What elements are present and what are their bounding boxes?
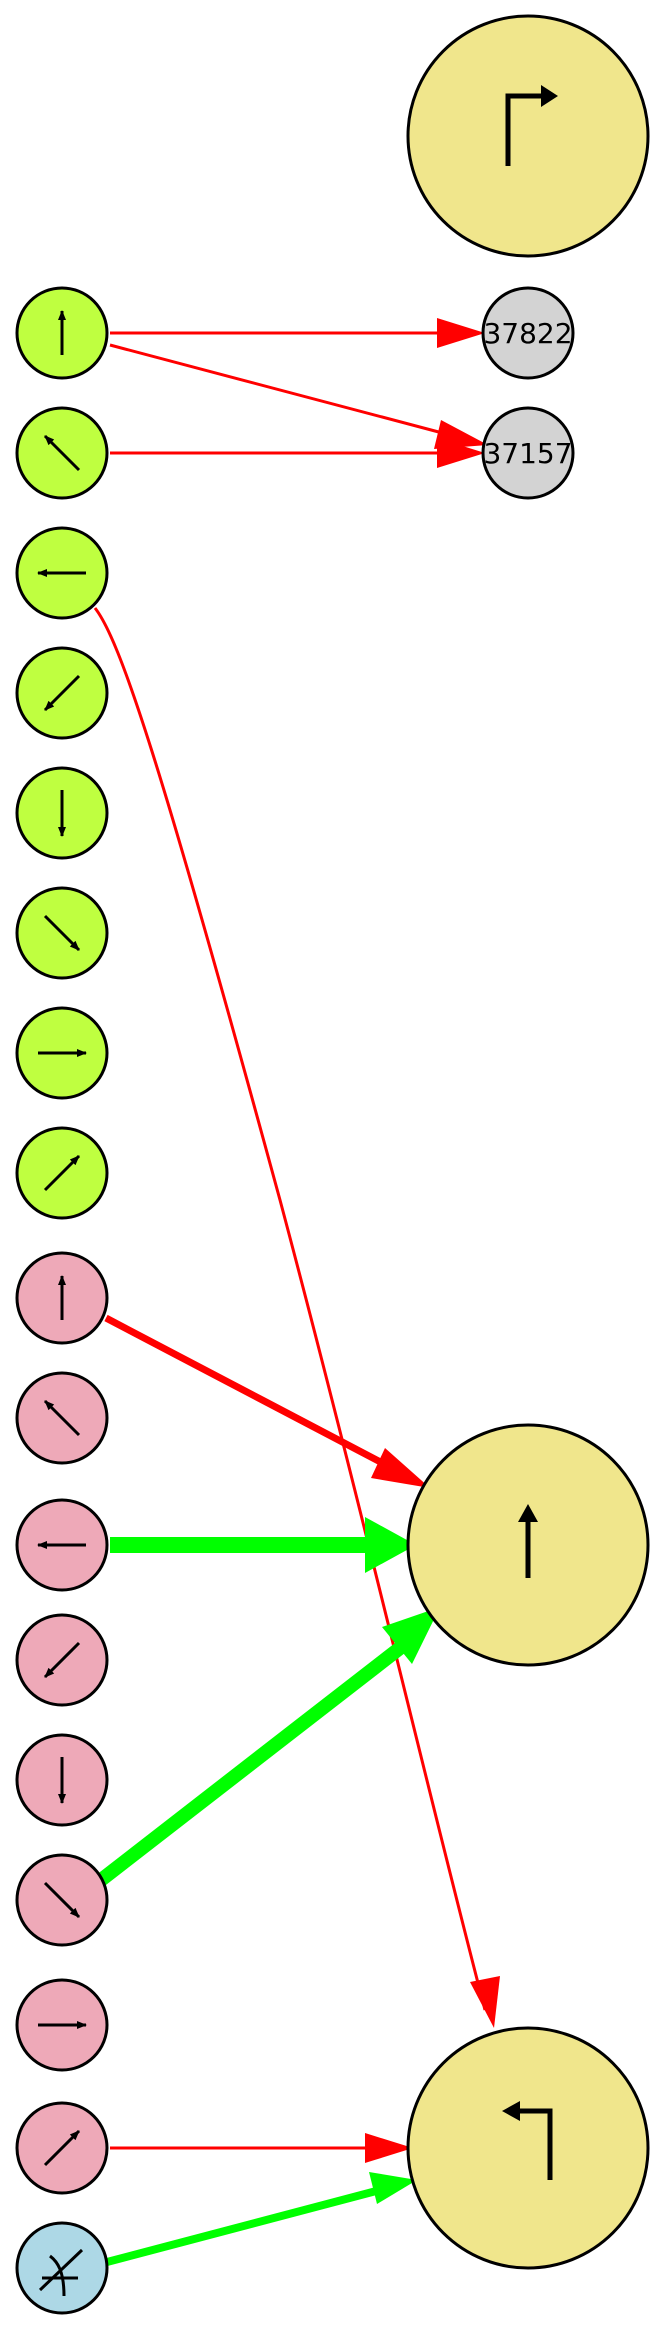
edge-p-downright-to-center xyxy=(96,1642,405,1886)
node-g-downleft xyxy=(15,646,109,740)
node-p-left xyxy=(15,1498,109,1592)
node-p-down xyxy=(15,1733,109,1827)
arrow-up-left-icon xyxy=(43,1399,81,1437)
edge-g-left-to-turn-left xyxy=(93,607,487,2011)
edge-p-downright-to-center-head xyxy=(382,1607,440,1664)
node-g-right xyxy=(15,1006,109,1100)
edges xyxy=(93,318,500,2266)
edge-p-up-to-center-head xyxy=(371,1448,430,1488)
node-p-downright xyxy=(15,1853,109,1947)
node-label-37822: 37822 xyxy=(483,317,572,350)
node-g-left xyxy=(15,526,109,620)
turn-right-arrow-icon xyxy=(505,93,546,166)
node-label-37157: 37157 xyxy=(483,437,572,470)
node-b-uturn xyxy=(15,2221,109,2315)
node-p-up xyxy=(15,1251,109,1345)
edge-p-left-to-center-head xyxy=(365,1517,416,1573)
arrow-up-right-icon xyxy=(43,1154,81,1192)
node-p-downleft xyxy=(15,1613,109,1707)
edge-b-uturn-to-turn-left xyxy=(105,2186,382,2266)
u-turn-icon xyxy=(38,2248,84,2297)
node-p-upright xyxy=(15,2101,109,2195)
edge-g-up-to-37822-head xyxy=(437,318,485,348)
edge-p-up-to-center xyxy=(104,1314,392,1471)
turn-left-arrow-icon xyxy=(516,2108,553,2180)
edge-g-upleft-to-37157-head xyxy=(437,438,485,468)
node-37157: 37157 xyxy=(481,406,575,500)
arrow-up-right-icon xyxy=(43,2129,81,2167)
node-g-up xyxy=(15,286,109,380)
node-37822: 37822 xyxy=(481,286,575,380)
node-top-turn-right xyxy=(406,14,650,258)
arrow-down-right-icon xyxy=(43,914,81,952)
arrow-down-left-icon xyxy=(43,1641,81,1679)
arrow-down-right-icon xyxy=(43,1881,81,1919)
edge-g-left-to-turn-left-head xyxy=(470,1976,500,2028)
node-bottom-turn-left xyxy=(406,2026,650,2270)
edge-g-up-to-37157 xyxy=(109,343,451,437)
arrow-up-left-icon xyxy=(43,434,81,472)
node-g-upright xyxy=(15,1126,109,1220)
node-g-upleft xyxy=(15,406,109,500)
node-g-down xyxy=(15,766,109,860)
node-g-downright xyxy=(15,886,109,980)
node-p-upleft xyxy=(15,1371,109,1465)
node-p-right xyxy=(15,1978,109,2072)
arrow-down-left-icon xyxy=(43,674,81,712)
edge-b-uturn-to-turn-left-head xyxy=(369,2172,417,2204)
edge-p-upright-to-turn-left-head xyxy=(365,2133,413,2163)
node-center-straight xyxy=(406,1423,650,1667)
